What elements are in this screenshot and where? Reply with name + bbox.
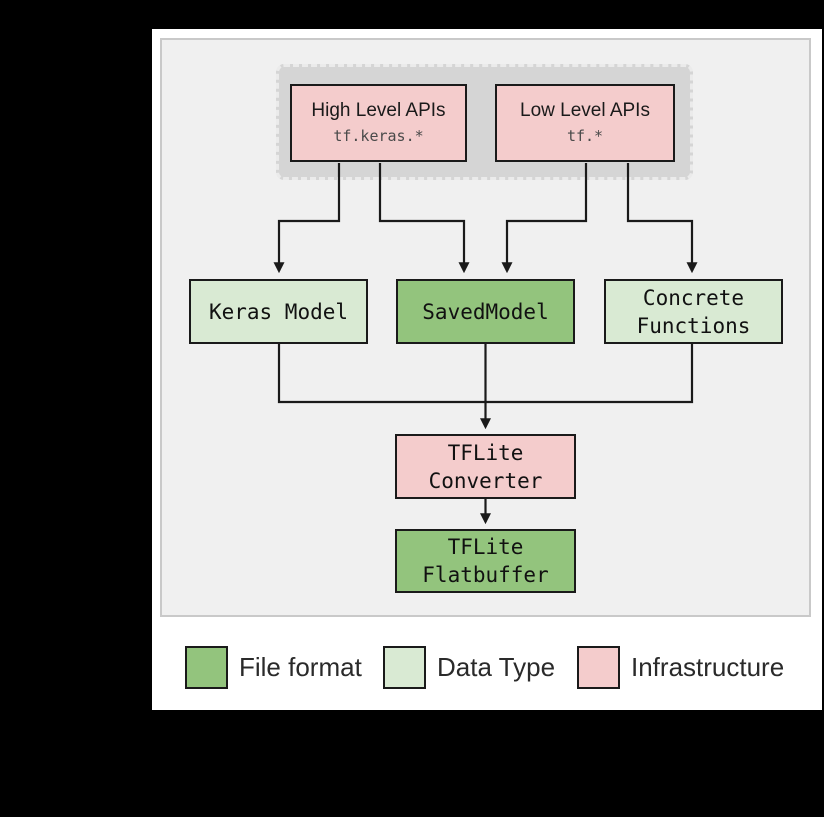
concrete-functions-line2: Functions [636,313,751,338]
high-level-apis-title: High Level APIs [311,100,446,121]
high-level-apis-code: tf.keras.* [333,127,424,145]
low-level-apis-title: Low Level APIs [520,100,650,121]
high-level-apis-box: High Level APIs tf.keras.* [290,84,467,162]
saved-model-label: SavedModel [422,299,549,324]
file-format-swatch [185,646,228,689]
saved-model-box: SavedModel [396,279,575,344]
tflite-flatbuffer-line2: Flatbuffer [422,563,549,587]
legend-item-data-type: Data Type [383,645,555,690]
diagram-card: High Level APIs tf.keras.* Low Level API… [152,29,822,710]
concrete-functions-line1: Concrete [642,285,745,310]
low-level-apis-code: tf.* [566,127,604,145]
infrastructure-swatch [577,646,620,689]
legend-item-file-format: File format [185,645,362,690]
legend-item-infrastructure: Infrastructure [577,645,784,690]
tflite-flatbuffer-line1: TFLite [447,535,524,559]
tflite-converter-box: TFLite Converter [395,434,576,499]
infrastructure-label: Infrastructure [631,652,785,682]
file-format-label: File format [239,652,362,682]
low-level-apis-box: Low Level APIs tf.* [495,84,675,162]
keras-model-label: Keras Model [208,299,349,324]
tflite-converter-line2: Converter [428,468,543,493]
tflite-converter-line1: TFLite [447,440,524,465]
tflite-flatbuffer-box: TFLite Flatbuffer [395,529,576,593]
keras-model-box: Keras Model [189,279,368,344]
legend: File format Data Type Infrastructure [152,645,822,690]
data-type-label: Data Type [437,652,556,682]
data-type-swatch [383,646,426,689]
diagram-panel: High Level APIs tf.keras.* Low Level API… [160,38,811,617]
concrete-functions-box: Concrete Functions [604,279,783,344]
